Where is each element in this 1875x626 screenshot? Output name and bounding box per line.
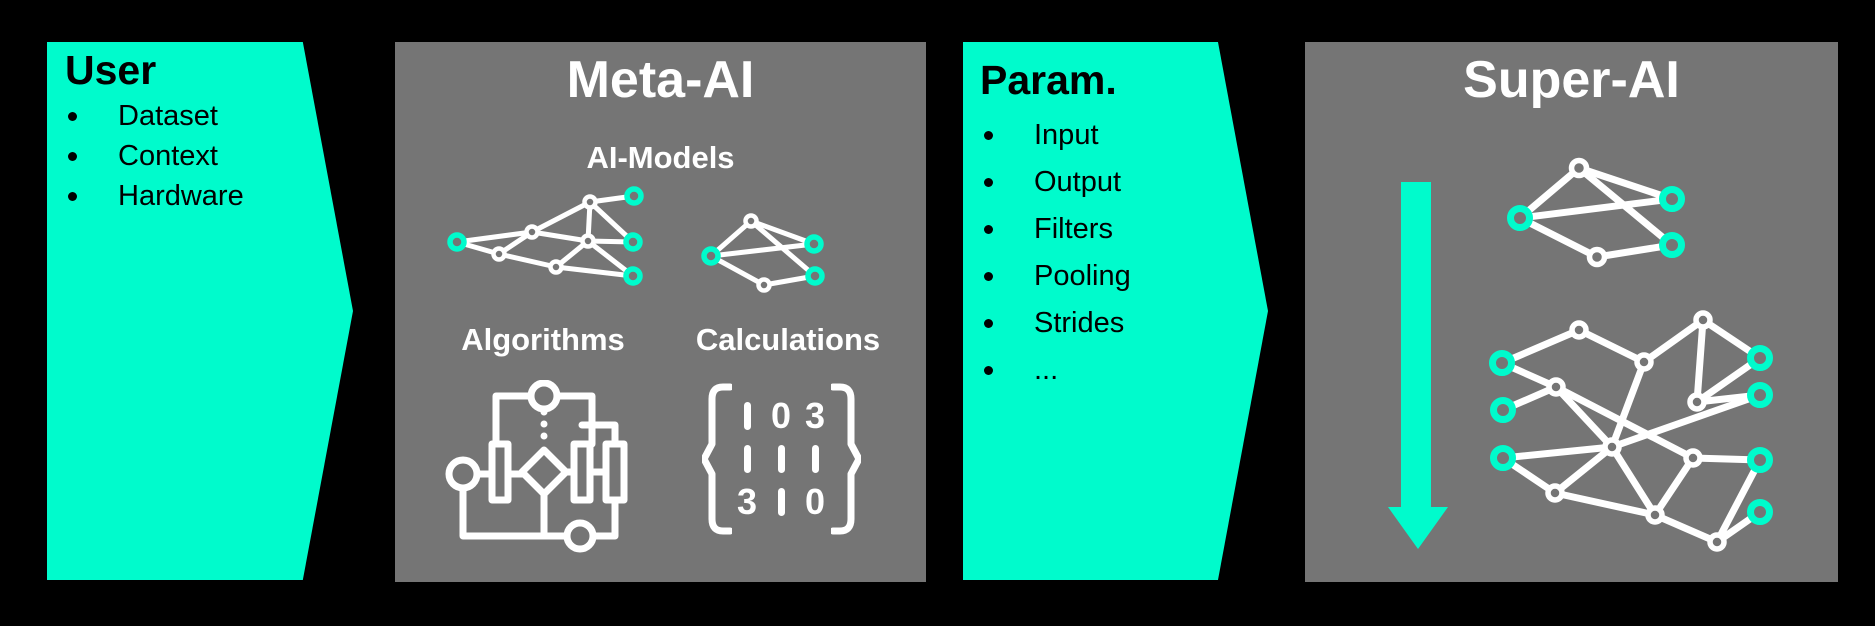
list-item-label: ... — [1034, 354, 1059, 386]
digit-one-bar — [743, 445, 751, 473]
algorithms-label: Algorithms — [461, 322, 625, 357]
digit-one-bar — [777, 488, 785, 516]
neural-network-icon — [1489, 310, 1773, 552]
matrix-digit — [802, 442, 829, 476]
list-item: Filters — [963, 206, 1268, 253]
list-item-label: Dataset — [118, 99, 218, 132]
bullet-dot-icon — [984, 319, 993, 328]
flowchart-icon — [445, 380, 628, 553]
list-item-label: Hardware — [118, 179, 244, 212]
list-item-label: Context — [118, 139, 218, 172]
calculations-label: Calculations — [695, 322, 881, 357]
ai-models-label: AI-Models — [586, 140, 735, 175]
matrix-digit — [734, 399, 761, 433]
matrix-digit — [768, 485, 795, 519]
bullet-dot-icon — [984, 178, 993, 187]
super-ai-title: Super-AI — [1463, 51, 1680, 109]
digit-one-bar — [811, 445, 819, 473]
list-item-label: Input — [1034, 119, 1099, 151]
list-item: Hardware — [47, 176, 353, 216]
list-item-label: Filters — [1034, 213, 1113, 245]
list-item-label: Pooling — [1034, 260, 1131, 292]
bullet-dot-icon — [984, 225, 993, 234]
param-title: Param. — [980, 57, 1117, 103]
brace-right-icon — [830, 383, 861, 535]
list-item: Input — [963, 112, 1268, 159]
user-title: User — [65, 47, 157, 93]
matrix-digit: 3 — [804, 395, 826, 436]
neural-network-icon — [701, 213, 825, 293]
matrix-digit: 0 — [770, 395, 792, 436]
list-item: ... — [963, 347, 1268, 394]
matrix-digit: 3 — [736, 481, 758, 522]
list-item-label: Output — [1034, 166, 1122, 198]
meta-ai-panel: Meta-AI AI-Models Algorithms — [395, 42, 926, 582]
list-item-label: Strides — [1034, 307, 1125, 339]
neural-network-icon — [1507, 157, 1685, 268]
list-item: Dataset — [47, 96, 353, 136]
list-item: Pooling — [963, 253, 1268, 300]
bullet-dot-icon — [984, 272, 993, 281]
matrix-digit — [734, 442, 761, 476]
digit-one-bar — [777, 445, 785, 473]
bullet-dot-icon — [68, 111, 77, 121]
digit-one-bar — [743, 402, 751, 430]
bullet-dot-icon — [68, 151, 77, 161]
meta-ai-title: Meta-AI — [566, 51, 755, 109]
brace-left-icon — [701, 383, 732, 535]
list-item: Output — [963, 159, 1268, 206]
bullet-dot-icon — [984, 131, 993, 140]
list-item: Strides — [963, 300, 1268, 347]
neural-network-icon — [447, 186, 644, 286]
down-arrow-icon — [1388, 182, 1448, 549]
matrix-digit — [768, 442, 795, 476]
bullet-dot-icon — [68, 191, 77, 201]
super-ai-panel: Super-AI — [1305, 42, 1838, 582]
list-item: Context — [47, 136, 353, 176]
matrix-digit: 0 — [804, 481, 826, 522]
bullet-dot-icon — [984, 366, 993, 375]
matrix-row — [734, 442, 829, 476]
